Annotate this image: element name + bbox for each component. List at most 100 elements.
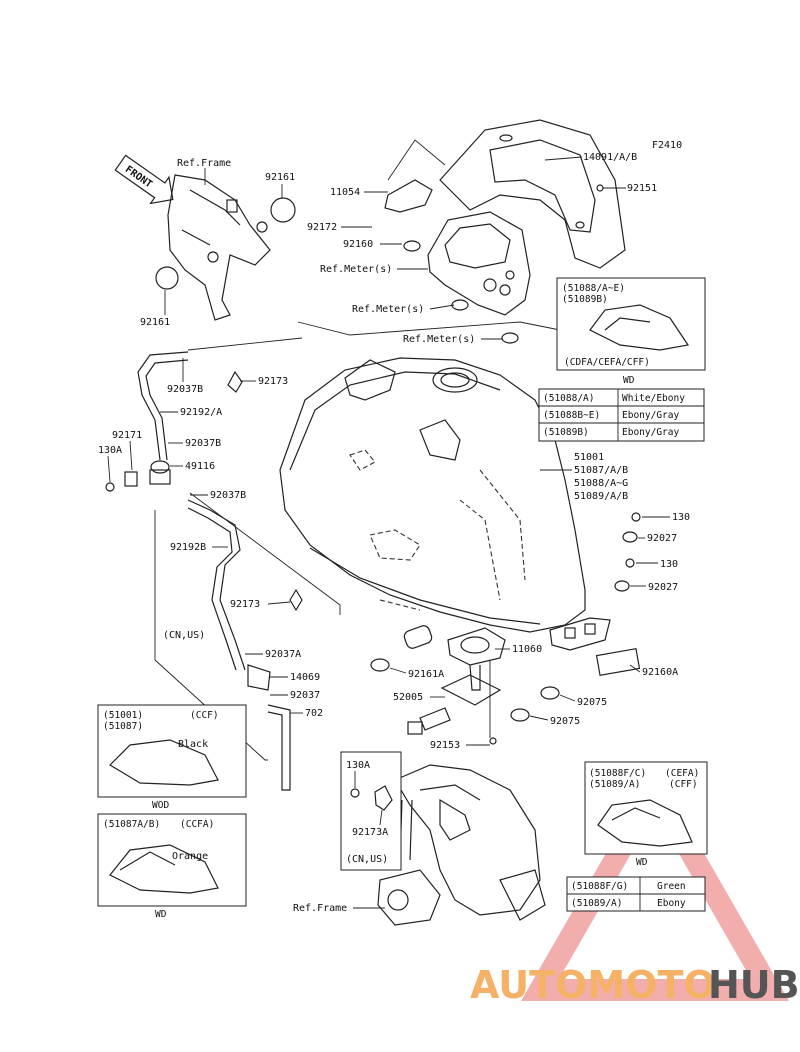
callout-92037b-3: 92037B <box>210 490 246 501</box>
color-table-2-code-1: (51089/A) <box>571 898 622 909</box>
inset-orange-model: (CCFA) <box>180 819 214 830</box>
callout-92160: 92160 <box>343 239 373 250</box>
meter-bracket <box>384 179 433 213</box>
callout-52005: 52005 <box>393 692 423 703</box>
callout-92161-bottom: 92161 <box>140 317 170 328</box>
inset-orange-line1: (51087A/B) <box>103 819 160 830</box>
callout-92027-2: 92027 <box>648 582 678 593</box>
callout-tank-3: 51088/A~G <box>574 478 628 489</box>
inset-orange-color: Orange <box>172 851 208 862</box>
callout-92037a: 92037A <box>265 649 301 660</box>
callout-92173-2: 92173 <box>230 599 260 610</box>
color-table-1-code-2: (51089B) <box>543 427 589 438</box>
inset-green-footer: WD <box>636 857 648 868</box>
fuel-hoses <box>105 351 303 791</box>
color-table-2-color-0: Green <box>657 881 686 892</box>
callout-92192a: 92192/A <box>180 407 222 418</box>
callout-ref-meter-3: Ref.Meter(s) <box>403 334 475 345</box>
rubber-damper-top <box>270 197 296 223</box>
callout-92037b-1: 92037B <box>167 384 203 395</box>
color-table-1-code-1: (51088B~E) <box>543 410 600 421</box>
callout-11054: 11054 <box>330 187 360 198</box>
inset-tank-right-models: (CDFA/CEFA/CFF) <box>564 357 650 368</box>
inset-tank-green: (51088F/C) (51089/A) (CEFA) (CFF) WD <box>584 761 708 868</box>
inset-tank-right: (51088/A~E) (51089B) (CDFA/CEFA/CFF) WD <box>556 277 706 386</box>
callout-14091: 14091/A/B <box>583 152 637 163</box>
fuel-tank <box>279 357 586 633</box>
callout-tank-1: 51001 <box>574 452 604 463</box>
watermark-part2: HUB <box>708 963 800 1007</box>
callout-130-2: 130 <box>660 559 678 570</box>
clip-icon <box>227 370 243 393</box>
fuel-valve <box>247 664 271 691</box>
color-table-1-color-1: Ebony/Gray <box>622 410 679 421</box>
callout-cn-us-1: (CN,US) <box>163 630 205 641</box>
callout-92037b-2: 92037B <box>185 438 221 449</box>
callout-130a-2: 130A <box>346 760 370 771</box>
callout-92173-1: 92173 <box>258 376 288 387</box>
callout-ref-frame-bottom: Ref.Frame <box>293 903 347 914</box>
color-table-1-color-0: White/Ebony <box>622 393 685 404</box>
callout-92160a: 92160A <box>642 667 678 678</box>
frame-headstock <box>155 174 296 321</box>
inset-green-model2: (CFF) <box>669 779 698 790</box>
callout-ref-meter-1: Ref.Meter(s) <box>320 264 392 275</box>
callout-tank-4: 51089/A/B <box>574 491 628 502</box>
watermark-part1: AUTOMOTO <box>470 963 716 1007</box>
inset-cn-us-box: 130A 92173A (CN,US) <box>340 751 402 871</box>
tank-rear-mount <box>549 617 641 677</box>
callout-92037: 92037 <box>290 690 320 701</box>
fuel-filter <box>150 460 170 474</box>
fuel-cap <box>432 367 478 393</box>
inset-green-line1: (51088F/C) <box>589 768 646 779</box>
callout-92075-1: 92075 <box>577 697 607 708</box>
callout-92161-top: 92161 <box>265 172 295 183</box>
inset-tank-black: (51001) (51087) (CCF) Black WOD <box>97 704 247 811</box>
callout-92075-2: 92075 <box>550 716 580 727</box>
watermark-text: AUTOMOTO HUB <box>470 963 800 1007</box>
fuel-pump-assy <box>403 625 506 735</box>
inset-tank-right-line2: (51089B) <box>562 294 608 305</box>
callout-tank-2: 51087/A/B <box>574 465 628 476</box>
inset-tank-orange: (51087A/B) (CCFA) Orange WD <box>97 813 247 920</box>
inset-green-model1: (CEFA) <box>665 768 699 779</box>
callout-130a-1: 130A <box>98 445 122 456</box>
callout-ref-frame-top: Ref.Frame <box>177 158 231 169</box>
rubber-damper-bottom <box>155 266 179 290</box>
callout-ref-meter-2: Ref.Meter(s) <box>352 304 424 315</box>
inset-black-footer: WOD <box>152 800 169 811</box>
callout-702: 702 <box>305 708 323 719</box>
callout-92192b: 92192B <box>170 542 206 553</box>
frame-bottom <box>377 764 546 926</box>
inset-black-model: (CCF) <box>190 710 219 721</box>
diagram-code: F2410 <box>652 140 682 151</box>
front-arrow-icon: FRONT <box>114 154 174 205</box>
inset-green-line2: (51089/A) <box>589 779 640 790</box>
color-table-1-color-2: Ebony/Gray <box>622 427 679 438</box>
color-table-2-code-0: (51088F/G) <box>571 881 628 892</box>
callout-92027-1: 92027 <box>647 533 677 544</box>
callout-49116: 49116 <box>185 461 215 472</box>
callout-92173a: 92173A <box>352 827 388 838</box>
meter <box>403 211 531 344</box>
color-table-2-color-1: Ebony <box>657 898 686 909</box>
inset-orange-footer: WD <box>155 909 167 920</box>
color-table-1-code-0: (51088/A) <box>543 393 594 404</box>
callout-cn-us-2: (CN,US) <box>346 854 388 865</box>
inset-black-line1: (51001) <box>103 710 143 721</box>
color-table-2: (51088F/G) Green (51089/A) Ebony <box>566 876 706 912</box>
inset-black-color: Black <box>178 739 208 750</box>
callout-130-1: 130 <box>672 512 690 523</box>
callout-14069: 14069 <box>290 672 320 683</box>
callout-92161a: 92161A <box>408 669 444 680</box>
inset-black-line2: (51087) <box>103 721 143 732</box>
color-table-1: (51088/A) White/Ebony (51088B~E) Ebony/G… <box>538 388 705 442</box>
inset-tank-right-line1: (51088/A~E) <box>562 283 625 294</box>
callout-92151: 92151 <box>627 183 657 194</box>
callout-92171: 92171 <box>112 430 142 441</box>
meter-cover <box>439 119 626 269</box>
inset-tank-right-footer: WD <box>623 375 635 386</box>
callout-92172: 92172 <box>307 222 337 233</box>
